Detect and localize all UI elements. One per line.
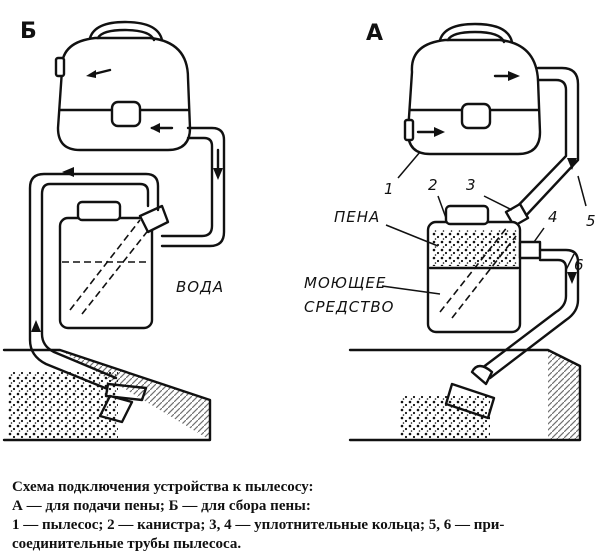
figure-caption: Схема подключения устройства к пылесосу:… bbox=[12, 478, 602, 554]
detergent-label-line1: МОЮЩЕЕ bbox=[304, 274, 386, 292]
caption-legend-cont: соединительные трубы пылесоса. bbox=[12, 536, 242, 552]
vacuum-cleaner-a bbox=[403, 22, 542, 156]
canister-a bbox=[426, 204, 542, 334]
pipe-b-left bbox=[28, 172, 160, 392]
label-6: 6 bbox=[574, 256, 584, 274]
caption-variants: А — для подачи пены; Б — для сбора пены: bbox=[12, 498, 311, 514]
variant-a-label: А bbox=[366, 21, 383, 46]
label-1: 1 bbox=[384, 180, 394, 198]
variant-a-scheme: А bbox=[304, 21, 596, 442]
variant-b-label: Б bbox=[20, 19, 37, 44]
label-5: 5 bbox=[586, 212, 596, 230]
variant-b-scheme: Б bbox=[2, 19, 226, 442]
pipe-6 bbox=[488, 248, 580, 380]
label-2: 2 bbox=[428, 176, 438, 194]
canister-b bbox=[58, 200, 170, 330]
caption-title: Схема подключения устройства к пылесосу: bbox=[12, 479, 314, 495]
pipe-b-right bbox=[160, 126, 226, 248]
detergent-label-line2: СРЕДСТВО bbox=[304, 298, 394, 316]
label-4: 4 bbox=[548, 208, 558, 226]
caption-legend: 1 — пылесос; 2 — канистра; 3, 4 — уплотн… bbox=[12, 517, 505, 533]
pipe-5 bbox=[518, 66, 580, 224]
nozzle-a bbox=[470, 364, 494, 386]
foam-label: ПЕНА bbox=[334, 208, 380, 226]
vacuum-cleaner-b bbox=[54, 20, 192, 152]
vacuum-connection-diagram: Б bbox=[2, 19, 596, 442]
water-label: ВОДА bbox=[176, 278, 224, 296]
label-3: 3 bbox=[466, 176, 476, 194]
